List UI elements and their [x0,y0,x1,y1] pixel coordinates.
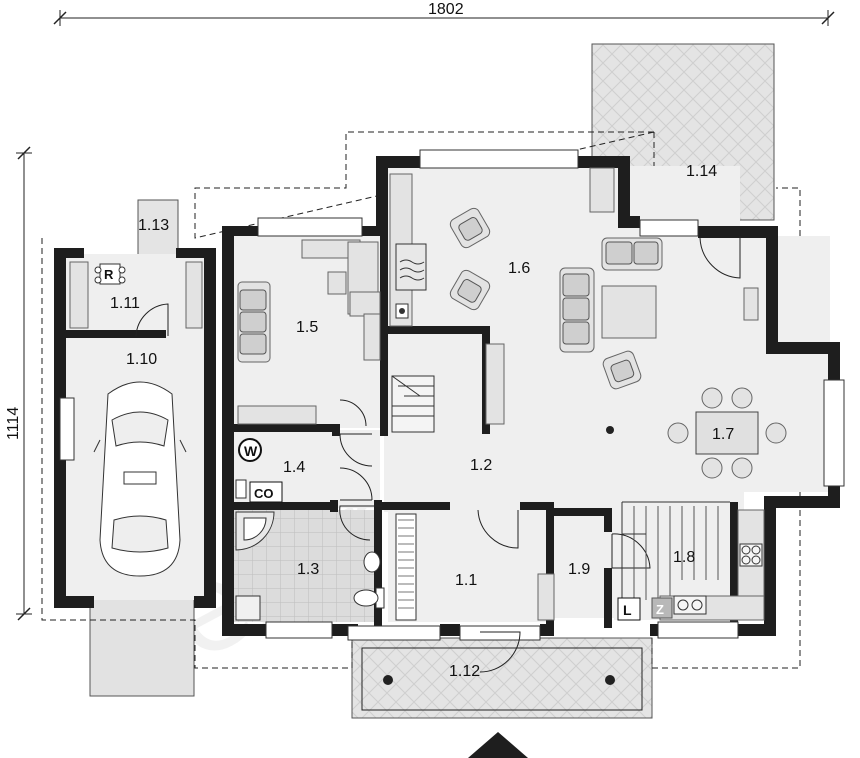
armchair-icon [449,207,491,249]
fridge-label: R [104,267,114,282]
room-label-1-8: 1.8 [673,549,695,566]
sofa-icon [559,267,595,353]
doors [135,236,741,673]
chimney [137,199,179,256]
armchair-icon [449,269,491,311]
wardrobe [395,513,555,621]
dining-table-icon [667,387,787,479]
kitchen: L Z [617,509,765,621]
shelf [69,261,89,329]
sofa-icon [601,237,663,271]
coffee-table [601,285,657,339]
armchair-icon [602,350,642,390]
room-label-1-5: 1.5 [296,319,318,336]
room-label-1-9: 1.9 [568,561,590,578]
bathroom-fixtures [235,511,385,621]
room-label-1-10: 1.10 [126,351,157,368]
room-label-1-13: 1.13 [138,217,169,234]
room-label-1-14: 1.14 [686,163,717,180]
washer-label: W [244,443,258,459]
washbasin-icon [363,551,381,573]
room-label-1-2: 1.2 [470,457,492,474]
room-label-1-12: 1.12 [449,663,480,680]
room-label-1-3: 1.3 [297,561,319,578]
entrance-arrow-icon [468,732,528,758]
washer-icon: W [238,438,262,462]
l-mark: L [623,602,632,618]
sink-icon [673,595,707,615]
fridge-icon: R [94,263,126,285]
room-1-6-furniture [449,167,663,434]
shelf [185,261,203,329]
stove-icon [739,543,763,567]
room-label-1-7: 1.7 [712,426,734,443]
staircase-main [391,375,435,433]
fireplace-icon [389,173,427,327]
tv-icon [743,287,759,321]
room-labels: 1.1 1.2 1.3 1.4 1.5 1.6 1.7 1.8 1.9 1.10… [110,163,734,680]
driveway [89,585,195,697]
staircase-1-8 [621,501,730,600]
dimension-vertical: 1114 [5,146,32,621]
dimension-width-label: 1802 [428,1,464,18]
sofa-icon [237,281,271,363]
toilet-icon [353,587,385,609]
room-label-1-4: 1.4 [283,459,305,476]
boiler-icon: CO [235,479,283,503]
room-label-1-11: 1.11 [110,295,140,312]
room-label-1-6: 1.6 [508,260,530,277]
car-icon [93,381,187,577]
dimension-height-label: 1114 [5,407,22,440]
z-mark: Z [656,602,664,617]
terrace-1-12 [351,637,653,719]
dimension-horizontal: 1802 [53,1,835,26]
room-label-1-1: 1.1 [455,572,477,589]
room-1-5-furniture [237,239,381,425]
boiler-label: CO [254,486,274,501]
